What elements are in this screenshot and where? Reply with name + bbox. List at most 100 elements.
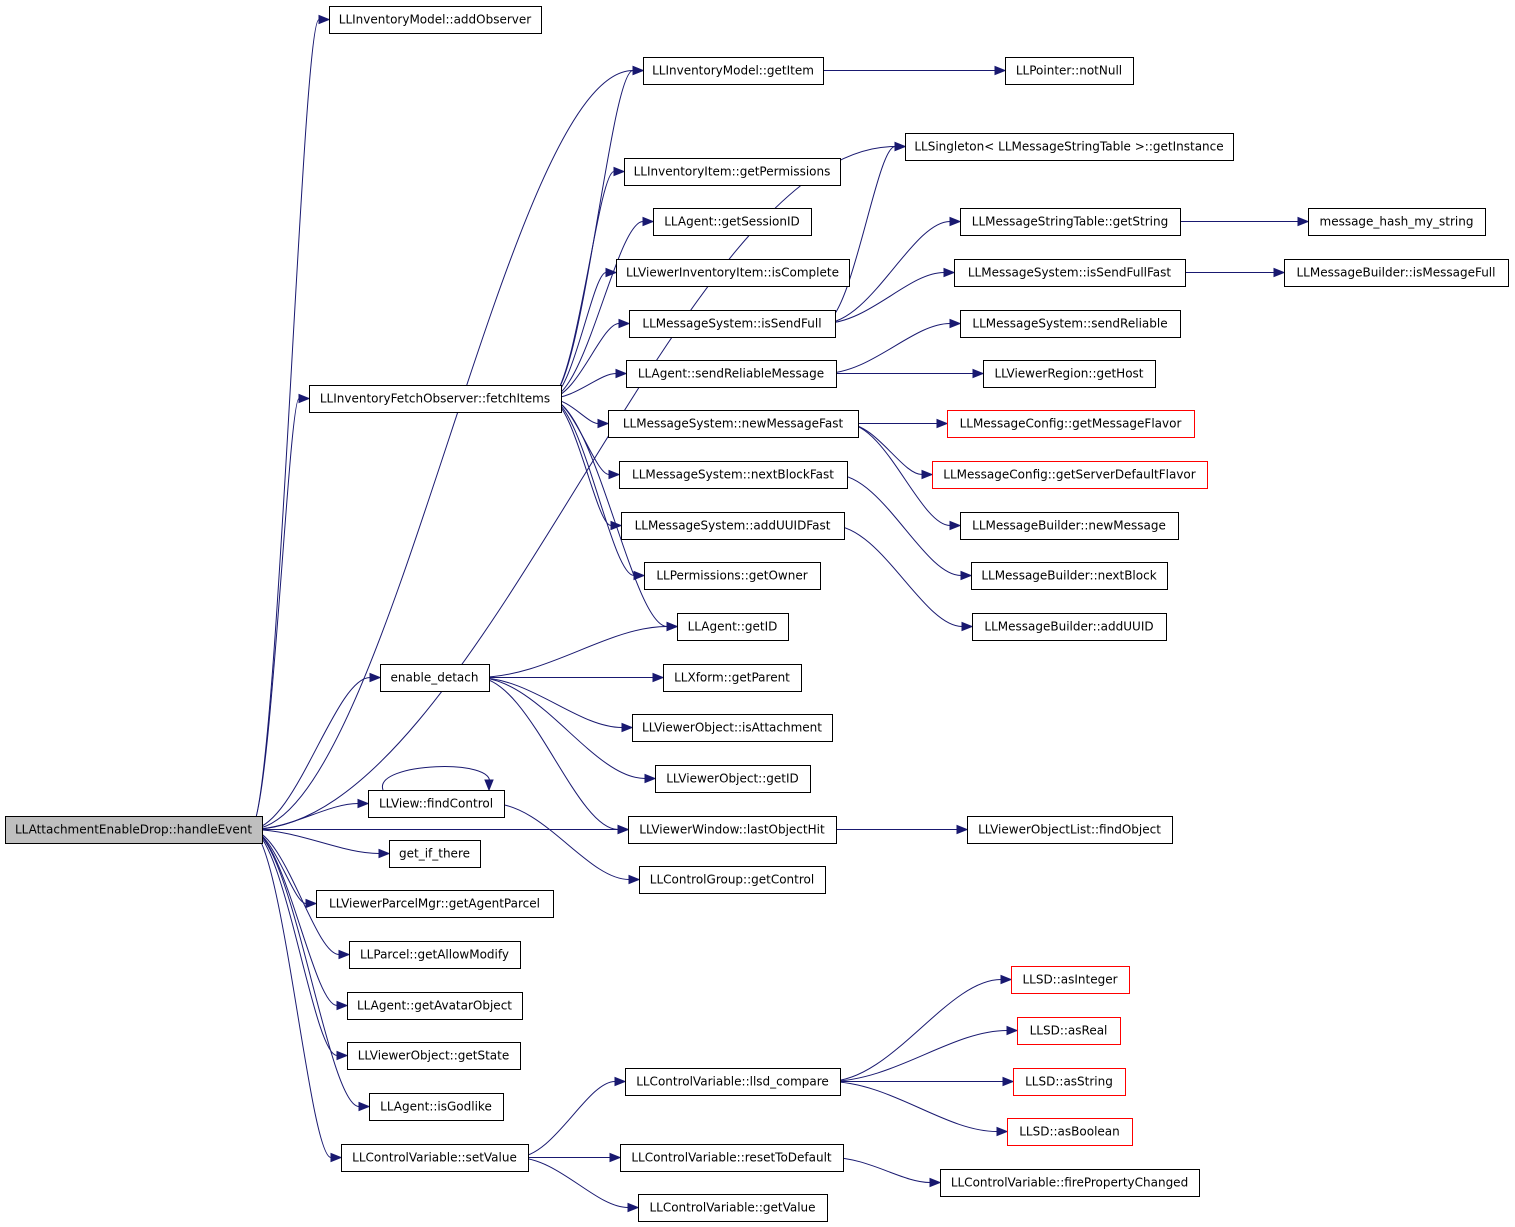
- arrowhead: [632, 65, 645, 76]
- node-fire-property-changed[interactable]: LLControlVariable::firePropertyChanged: [940, 1169, 1200, 1197]
- edge-line: [249, 829, 360, 1107]
- node-obj-get-id[interactable]: LLViewerObject::getID: [655, 765, 811, 793]
- node-set-value[interactable]: LLControlVariable::setValue: [341, 1144, 529, 1172]
- node-get-string[interactable]: LLMessageStringTable::getString: [960, 208, 1181, 236]
- node-get-state[interactable]: LLViewerObject::getState: [347, 1042, 521, 1070]
- edge-line: [476, 626, 668, 678]
- node-is-message-full[interactable]: LLMessageBuilder::isMessageFull: [1284, 259, 1509, 287]
- edge-new-message-fast-to-new-message: [845, 423, 962, 531]
- node-label: LLViewerObject::getState: [358, 1049, 509, 1063]
- node-box: [960, 208, 1181, 236]
- node-as-real[interactable]: LLSD::asReal: [1017, 1017, 1121, 1045]
- node-is-complete[interactable]: LLViewerInventoryItem::isComplete: [616, 259, 850, 287]
- node-next-block-fast[interactable]: LLMessageSystem::nextBlockFast: [619, 461, 848, 489]
- node-label: LLMessageStringTable::getString: [972, 215, 1168, 229]
- node-find-control[interactable]: LLView::findControl: [368, 790, 505, 818]
- node-is-send-full-fast[interactable]: LLMessageSystem::isSendFullFast: [954, 259, 1186, 287]
- node-new-message[interactable]: LLMessageBuilder::newMessage: [960, 512, 1179, 540]
- node-label: LLViewerWindow::lastObjectHit: [639, 823, 825, 837]
- arrowhead: [949, 318, 962, 329]
- node-label: LLMessageSystem::addUUIDFast: [635, 519, 831, 533]
- node-next-block[interactable]: LLMessageBuilder::nextBlock: [971, 562, 1168, 590]
- node-get-parent[interactable]: LLXform::getParent: [663, 664, 802, 692]
- node-label: LLParcel::getAllowModify: [360, 948, 509, 962]
- arrowhead: [943, 267, 956, 278]
- edge-fetch-items-to-get-session-id: [548, 216, 655, 399]
- edge-llsd-compare-to-as-real: [827, 1025, 1019, 1082]
- node-is-attachment[interactable]: LLViewerObject::isAttachment: [632, 714, 833, 742]
- node-not-null[interactable]: LLPointer::notNull: [1005, 57, 1134, 85]
- node-box: [932, 461, 1208, 489]
- node-box: [1011, 966, 1130, 994]
- arrowhead: [336, 1050, 349, 1061]
- node-get-control[interactable]: LLControlGroup::getControl: [639, 866, 826, 894]
- node-is-godlike[interactable]: LLAgent::isGodlike: [369, 1093, 504, 1121]
- node-enable-detach[interactable]: enable_detach: [380, 664, 490, 692]
- node-get-allow-modify[interactable]: LLParcel::getAllowModify: [349, 941, 521, 969]
- edge-root-to-fetch-items: [249, 393, 311, 830]
- node-add-observer[interactable]: LLInventoryModel::addObserver: [329, 6, 542, 34]
- node-get-avatar-object[interactable]: LLAgent::getAvatarObject: [347, 992, 523, 1020]
- node-fetch-items[interactable]: LLInventoryFetchObserver::fetchItems: [309, 385, 562, 413]
- node-get-if-there[interactable]: get_if_there: [389, 840, 481, 868]
- node-new-message-fast[interactable]: LLMessageSystem::newMessageFast: [608, 410, 859, 438]
- node-box: [983, 360, 1156, 388]
- node-add-uuid[interactable]: LLMessageBuilder::addUUID: [972, 613, 1167, 641]
- node-box: [329, 6, 542, 34]
- arrowhead: [618, 318, 631, 329]
- node-send-reliable-message[interactable]: LLAgent::sendReliableMessage: [626, 360, 837, 388]
- node-label: LLPermissions::getOwner: [656, 569, 807, 583]
- edge-line: [548, 221, 644, 399]
- node-find-object[interactable]: LLViewerObjectList::findObject: [967, 816, 1173, 844]
- node-send-reliable[interactable]: LLMessageSystem::sendReliable: [960, 310, 1181, 338]
- node-get-host[interactable]: LLViewerRegion::getHost: [983, 360, 1156, 388]
- node-as-string[interactable]: LLSD::asString: [1013, 1068, 1126, 1096]
- node-box: [960, 310, 1181, 338]
- arrowhead: [936, 418, 949, 429]
- arrowhead: [358, 1101, 371, 1112]
- edge-line: [827, 979, 1002, 1082]
- node-get-agent-parcel[interactable]: LLViewerParcelMgr::getAgentParcel: [316, 890, 554, 918]
- edge-line: [249, 19, 320, 830]
- node-get-instance[interactable]: LLSingleton< LLMessageStringTable >::get…: [905, 133, 1234, 161]
- node-get-owner[interactable]: LLPermissions::getOwner: [644, 562, 821, 590]
- node-llsd-compare[interactable]: LLControlVariable::llsd_compare: [625, 1068, 841, 1096]
- node-reset-to-default[interactable]: LLControlVariable::resetToDefault: [620, 1144, 844, 1172]
- node-get-session-id[interactable]: LLAgent::getSessionID: [653, 208, 812, 236]
- arrowhead: [642, 216, 655, 227]
- node-label: LLSD::asReal: [1030, 1024, 1108, 1038]
- edge-enable-detach-to-obj-get-id: [476, 677, 657, 784]
- node-is-send-full[interactable]: LLMessageSystem::isSendFull: [629, 310, 836, 338]
- node-get-item[interactable]: LLInventoryModel::getItem: [643, 57, 824, 85]
- node-as-boolean[interactable]: LLSD::asBoolean: [1007, 1118, 1133, 1146]
- node-add-uuidfast[interactable]: LLMessageSystem::addUUIDFast: [621, 512, 845, 540]
- edge-get-item-to-not-null: [811, 65, 1007, 76]
- node-root[interactable]: LLAttachmentEnableDrop::handleEvent: [5, 816, 263, 844]
- edge-find-control-to-find-control: [382, 766, 494, 792]
- node-label: LLInventoryItem::getPermissions: [634, 165, 831, 179]
- node-get-value[interactable]: LLControlVariable::getValue: [638, 1194, 828, 1222]
- node-get-message-flavor[interactable]: LLMessageConfig::getMessageFlavor: [947, 410, 1195, 438]
- node-box: [620, 1144, 844, 1172]
- edge-line: [249, 398, 300, 830]
- arrowhead: [1002, 1076, 1015, 1087]
- edge-root-to-last-object-hit: [250, 824, 630, 835]
- node-as-integer[interactable]: LLSD::asInteger: [1011, 966, 1130, 994]
- node-box: [905, 133, 1234, 161]
- node-hash-string[interactable]: message_hash_my_string: [1308, 208, 1486, 236]
- node-agent-get-id[interactable]: LLAgent::getID: [677, 613, 789, 641]
- edge-root-to-add-observer: [249, 14, 331, 830]
- node-get-permissions[interactable]: LLInventoryItem::getPermissions: [624, 158, 841, 186]
- node-box: [368, 790, 505, 818]
- arrowhead: [609, 1152, 622, 1163]
- arrowhead: [597, 418, 610, 429]
- node-label: LLXform::getParent: [674, 671, 790, 685]
- arrowhead: [972, 368, 985, 379]
- edge-line: [845, 423, 951, 526]
- node-box: [629, 310, 836, 338]
- node-get-server-default-flavor[interactable]: LLMessageConfig::getServerDefaultFlavor: [932, 461, 1208, 489]
- node-box: [316, 890, 554, 918]
- node-label: LLAttachmentEnableDrop::handleEvent: [15, 823, 252, 837]
- node-last-object-hit[interactable]: LLViewerWindow::lastObjectHit: [628, 816, 837, 844]
- node-box: [369, 1093, 504, 1121]
